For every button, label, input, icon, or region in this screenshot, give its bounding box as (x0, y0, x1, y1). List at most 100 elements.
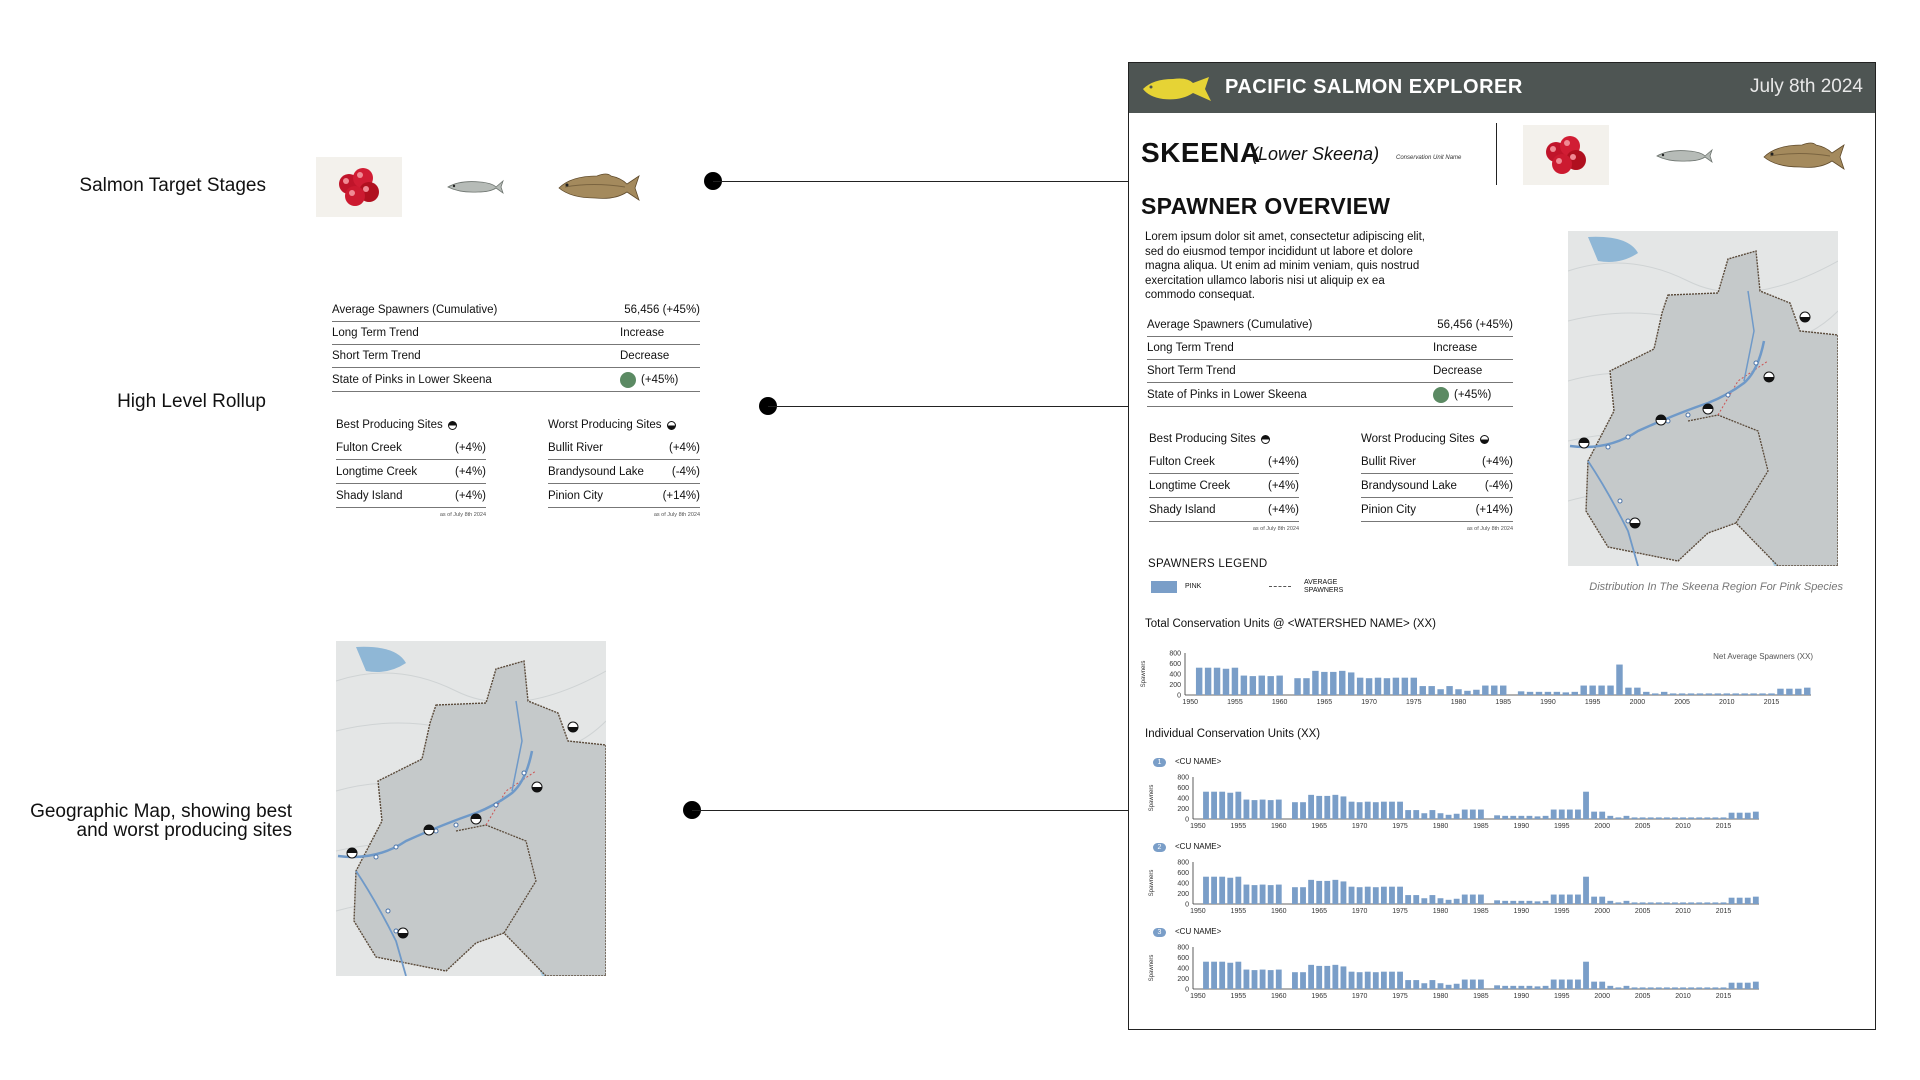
bar (1639, 902, 1646, 904)
bar (1631, 817, 1638, 819)
bar (1615, 817, 1622, 819)
x-tick-label: 2005 (1635, 993, 1651, 1000)
skeena-map (336, 641, 606, 976)
bar (1502, 900, 1509, 904)
bar (1267, 970, 1274, 989)
table-row: Pinion City(+14%) (1361, 498, 1513, 522)
bar (1259, 884, 1266, 904)
bar (1211, 791, 1217, 819)
cu-name: <CU NAME> (1175, 927, 1222, 936)
x-tick-label: 1960 (1271, 908, 1287, 915)
x-tick-label: 1990 (1514, 993, 1530, 1000)
bar (1623, 815, 1630, 819)
y-tick-label: 600 (1169, 661, 1181, 668)
bar (1308, 964, 1315, 989)
bar (1211, 961, 1217, 989)
status-dot (620, 371, 636, 388)
x-tick-label: 2005 (1674, 699, 1690, 706)
bar (1347, 672, 1355, 695)
bar (1292, 887, 1298, 904)
x-tick-label: 1985 (1473, 993, 1489, 1000)
x-tick-label: 1960 (1272, 699, 1288, 706)
bar (1401, 677, 1409, 695)
bar (1227, 792, 1234, 819)
bar (1518, 985, 1525, 989)
bar (1566, 809, 1573, 819)
x-tick-label: 1965 (1311, 993, 1327, 1000)
bar (1429, 980, 1436, 989)
x-tick-label: 1965 (1311, 908, 1327, 915)
bar (1421, 813, 1428, 819)
bar (1491, 685, 1498, 695)
bar (1243, 799, 1250, 819)
bar (1235, 791, 1242, 819)
bar (1655, 987, 1662, 989)
bar (1275, 969, 1282, 989)
bar (1389, 801, 1395, 819)
x-tick-label: 1980 (1433, 908, 1449, 915)
x-tick-label: 1950 (1182, 699, 1198, 706)
y-tick-label: 0 (1185, 987, 1189, 994)
bar (1332, 964, 1339, 989)
bar (1410, 677, 1418, 695)
bar (1380, 801, 1387, 819)
y-axis-label: Spawners (1149, 955, 1155, 982)
bar (1607, 815, 1614, 819)
asof-label: as of July 8th 2024 (439, 512, 486, 518)
bar (1405, 980, 1412, 989)
bar (1736, 982, 1743, 989)
bar (1321, 671, 1328, 695)
bar (1728, 897, 1735, 904)
bar (1429, 895, 1436, 904)
bar (1526, 815, 1533, 819)
bar (1469, 894, 1476, 904)
bar (1631, 987, 1638, 989)
table-row: Fulton Creek(+4%) (336, 436, 486, 460)
rollup-row: State of Pinks in Lower Skeena(+45%) (1147, 383, 1513, 407)
bar (1575, 894, 1581, 904)
x-tick-label: 2005 (1635, 823, 1651, 830)
bar (1340, 881, 1347, 904)
bar (1542, 900, 1549, 904)
juvenile-salmon-icon (1649, 141, 1719, 171)
bar (1308, 879, 1315, 904)
best-producing-icon (1260, 434, 1270, 444)
bar (1720, 817, 1727, 819)
bar (1553, 691, 1561, 695)
bar (1752, 981, 1759, 989)
x-tick-label: 1965 (1317, 699, 1333, 706)
y-tick-label: 200 (1177, 891, 1189, 898)
bar (1647, 817, 1654, 819)
x-tick-label: 1990 (1514, 908, 1530, 915)
bar (1526, 900, 1533, 904)
bar (1615, 987, 1622, 989)
bar (1356, 972, 1363, 989)
bar (1639, 987, 1646, 989)
bar (1652, 693, 1659, 695)
x-tick-label: 1950 (1190, 823, 1206, 830)
bar (1566, 894, 1573, 904)
bar (1330, 671, 1337, 695)
x-tick-label: 1970 (1352, 908, 1368, 915)
bar (1678, 693, 1686, 695)
bar (1550, 979, 1557, 989)
bar (1267, 676, 1274, 695)
bar (1599, 896, 1606, 904)
rollup-summary-table: Average Spawners (Cumulative)56,456 (+45… (332, 299, 700, 392)
bar (1195, 667, 1203, 695)
bar (1571, 691, 1578, 695)
bar (1258, 675, 1265, 695)
bar (1478, 894, 1484, 904)
bar (1383, 678, 1391, 695)
bar (1704, 817, 1711, 819)
bar (1374, 677, 1382, 695)
x-tick-label: 1960 (1271, 993, 1287, 1000)
y-tick-label: 600 (1177, 870, 1189, 877)
bar (1249, 676, 1257, 695)
bar (1453, 898, 1460, 904)
bar (1461, 809, 1468, 819)
legend-average-line (1269, 586, 1291, 587)
bar (1316, 880, 1323, 904)
bar (1312, 670, 1319, 695)
